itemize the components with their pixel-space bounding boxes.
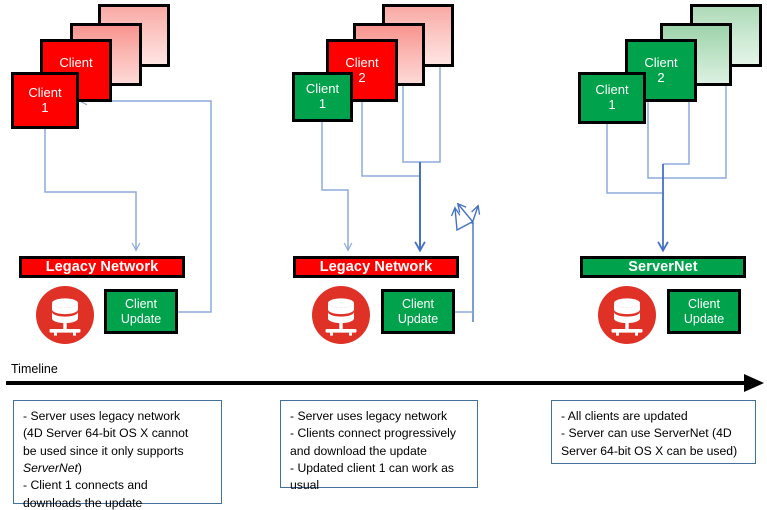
stage3-network-bar[interactable]: ServerNet xyxy=(580,256,746,278)
stage2-server-database-icon xyxy=(312,286,370,349)
stage3-client-1-label-line1: Client xyxy=(595,82,629,98)
stage3-note-line-3: Server 64-bit OS X can be used) xyxy=(561,443,738,458)
stage3-network-label: ServerNet xyxy=(628,259,698,275)
stage1-client-1-card[interactable]: Client 1 xyxy=(11,72,79,129)
stage1-client-1-label-line1: Client xyxy=(28,84,62,100)
stage2-client-update-line2: Update xyxy=(397,311,439,326)
stage1-note-italic-term: ServerNet xyxy=(23,460,78,475)
stage2-client1-to-network-wire xyxy=(321,122,348,250)
stage1-client-update-line2: Update xyxy=(120,311,162,326)
stage1-client-2-label-line1: Client xyxy=(59,54,93,70)
stage1-server-database-icon xyxy=(36,286,94,349)
timeline-label: Timeline xyxy=(11,362,58,376)
timeline-arrow xyxy=(6,374,764,392)
stage3-client-update-line1: Client xyxy=(688,296,720,311)
stage1-note-line-3: be used since it only supports xyxy=(23,443,184,458)
stage2-client-2-label-line1: Client xyxy=(345,54,379,70)
stage1-client-update-line1: Client xyxy=(125,296,157,311)
stage1-network-bar[interactable]: Legacy Network xyxy=(19,256,185,278)
stage3-note-line-1: - All clients are updated xyxy=(561,409,688,423)
stage1-note-line-1: - Server uses legacy network xyxy=(23,409,181,423)
stage3-client-1-label-line2: 1 xyxy=(608,97,616,112)
stage2-note-line-2: - Clients connect progressively xyxy=(290,426,456,441)
stage3-server-database-icon xyxy=(598,286,656,349)
stage2-network-bar[interactable]: Legacy Network xyxy=(293,256,459,278)
stage3-client-1-card[interactable]: Client 1 xyxy=(578,72,646,124)
stage1-note-line-5: - Client 1 connects and xyxy=(23,478,148,493)
stage2-network-label: Legacy Network xyxy=(319,259,433,275)
stage3-note-box: - All clients are updated - Server can u… xyxy=(551,400,756,464)
stage1-update-to-client1-wire xyxy=(80,101,212,313)
stage2-client-1-label-line2: 1 xyxy=(318,96,327,111)
stage3-client-update-line2: Update xyxy=(683,311,725,326)
stage2-note-box: - Server uses legacy network - Clients c… xyxy=(280,400,478,492)
stage2-client-update-line1: Client xyxy=(402,296,434,311)
stage3-client-update-box[interactable]: Client Update xyxy=(667,289,741,334)
stage3-client-2-label-line2: 2 xyxy=(657,69,665,85)
stage2-note-line-3: and download the update xyxy=(290,443,427,458)
stage1-note-line-2: (4D Server 64-bit OS X cannot xyxy=(23,426,189,441)
stage1-client-update-box[interactable]: Client Update xyxy=(104,289,178,334)
stage1-client-1-label-line2: 1 xyxy=(41,99,49,115)
stage1-note-box: - Server uses legacy network (4D Server … xyxy=(13,400,222,510)
stage3-note-line-2: - Server can use ServerNet (4D xyxy=(561,426,732,441)
stage1-note-line-4: ServerNet) xyxy=(23,460,82,475)
stage2-note-line-4: - Updated client 1 can work as xyxy=(290,460,454,475)
stage3-client-2-label-line1: Client xyxy=(644,54,678,70)
stage1-client1-to-network-wire xyxy=(44,128,136,250)
stage2-client-update-box[interactable]: Client Update xyxy=(381,289,455,334)
stage2-client-1-card[interactable]: Client 1 xyxy=(292,72,353,122)
stage2-client-1-label-line1: Client xyxy=(305,81,340,97)
stage2-client-2-label-line2: 2 xyxy=(358,69,366,85)
stage2-note-line-1: - Server uses legacy network xyxy=(290,409,448,423)
stage2-note-line-5: usual xyxy=(290,478,320,493)
stage1-network-label: Legacy Network xyxy=(45,259,159,275)
stage1-note-line-6: downloads the update xyxy=(23,495,143,510)
